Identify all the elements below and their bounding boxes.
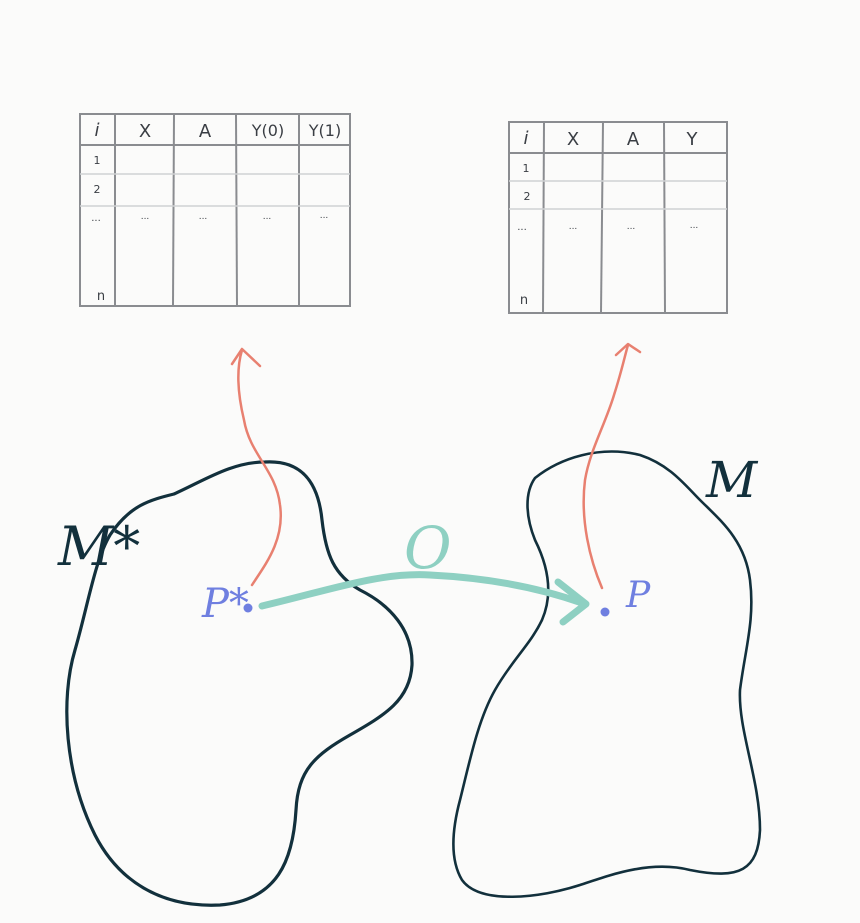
- right-table-ellipsis: ...: [690, 221, 699, 231]
- left-table-index-ellipsis: ...: [91, 213, 101, 224]
- left-table-ellipsis: ...: [320, 211, 329, 221]
- point-p-label: P: [625, 575, 651, 616]
- left-table-col-line: [172, 113, 175, 307]
- right-table-header-y: Y: [686, 129, 699, 150]
- right-region-outline: [452, 450, 762, 899]
- left-table-index-n: n: [97, 289, 105, 304]
- point-p-star-dot: [243, 603, 253, 613]
- transport-label: O: [404, 514, 452, 582]
- right-table-col-line: [600, 121, 604, 314]
- right-table-ellipsis: ...: [627, 222, 636, 232]
- left-table-ellipsis: ...: [199, 212, 208, 222]
- left-sampling-arrowhead: [230, 347, 262, 368]
- right-table-index-n: n: [520, 293, 528, 308]
- left-sampling-arrow: [237, 348, 283, 587]
- point-p-star-label: P*: [201, 581, 249, 627]
- left-table-index-2: 2: [94, 183, 101, 196]
- right-table-ellipsis: ...: [569, 222, 578, 232]
- transport-arrow: [258, 571, 586, 610]
- right-table-index-1: 1: [523, 162, 530, 175]
- right-table-index-2: 2: [524, 190, 531, 203]
- right-data-table: i X A Y 1 2 ... n ... ... ...: [508, 121, 728, 314]
- left-region-label: M*: [57, 515, 140, 578]
- left-table-header-x: X: [139, 121, 151, 142]
- left-table-header-y0: Y(0): [251, 121, 284, 140]
- right-region-label: M: [705, 451, 759, 509]
- left-region-outline: [65, 460, 414, 907]
- left-data-table: i X A Y(0) Y(1) 1 2 ... n ... ... ... ..…: [79, 113, 351, 307]
- right-table-header-x: X: [567, 129, 579, 150]
- right-table-col-line: [663, 121, 666, 314]
- right-table-header-i: i: [523, 128, 528, 149]
- left-table-header-a: A: [199, 121, 212, 142]
- left-table-header-i: i: [94, 120, 99, 141]
- right-sampling-arrowhead: [614, 342, 642, 357]
- left-table-frame: [79, 113, 351, 307]
- right-sampling-arrow: [582, 343, 630, 590]
- left-table-ellipsis: ...: [141, 212, 150, 222]
- right-table-index-ellipsis: ...: [517, 222, 527, 233]
- left-table-ellipsis: ...: [263, 212, 272, 222]
- left-table-index-1: 1: [94, 154, 101, 167]
- point-p-dot: [600, 607, 610, 617]
- left-table-header-y1: Y(1): [308, 121, 341, 140]
- right-table-frame: [508, 121, 728, 314]
- right-table-col-line: [542, 121, 545, 314]
- transport-arrowhead: [554, 578, 590, 626]
- left-table-col-line: [235, 113, 238, 307]
- right-table-header-a: A: [627, 129, 640, 150]
